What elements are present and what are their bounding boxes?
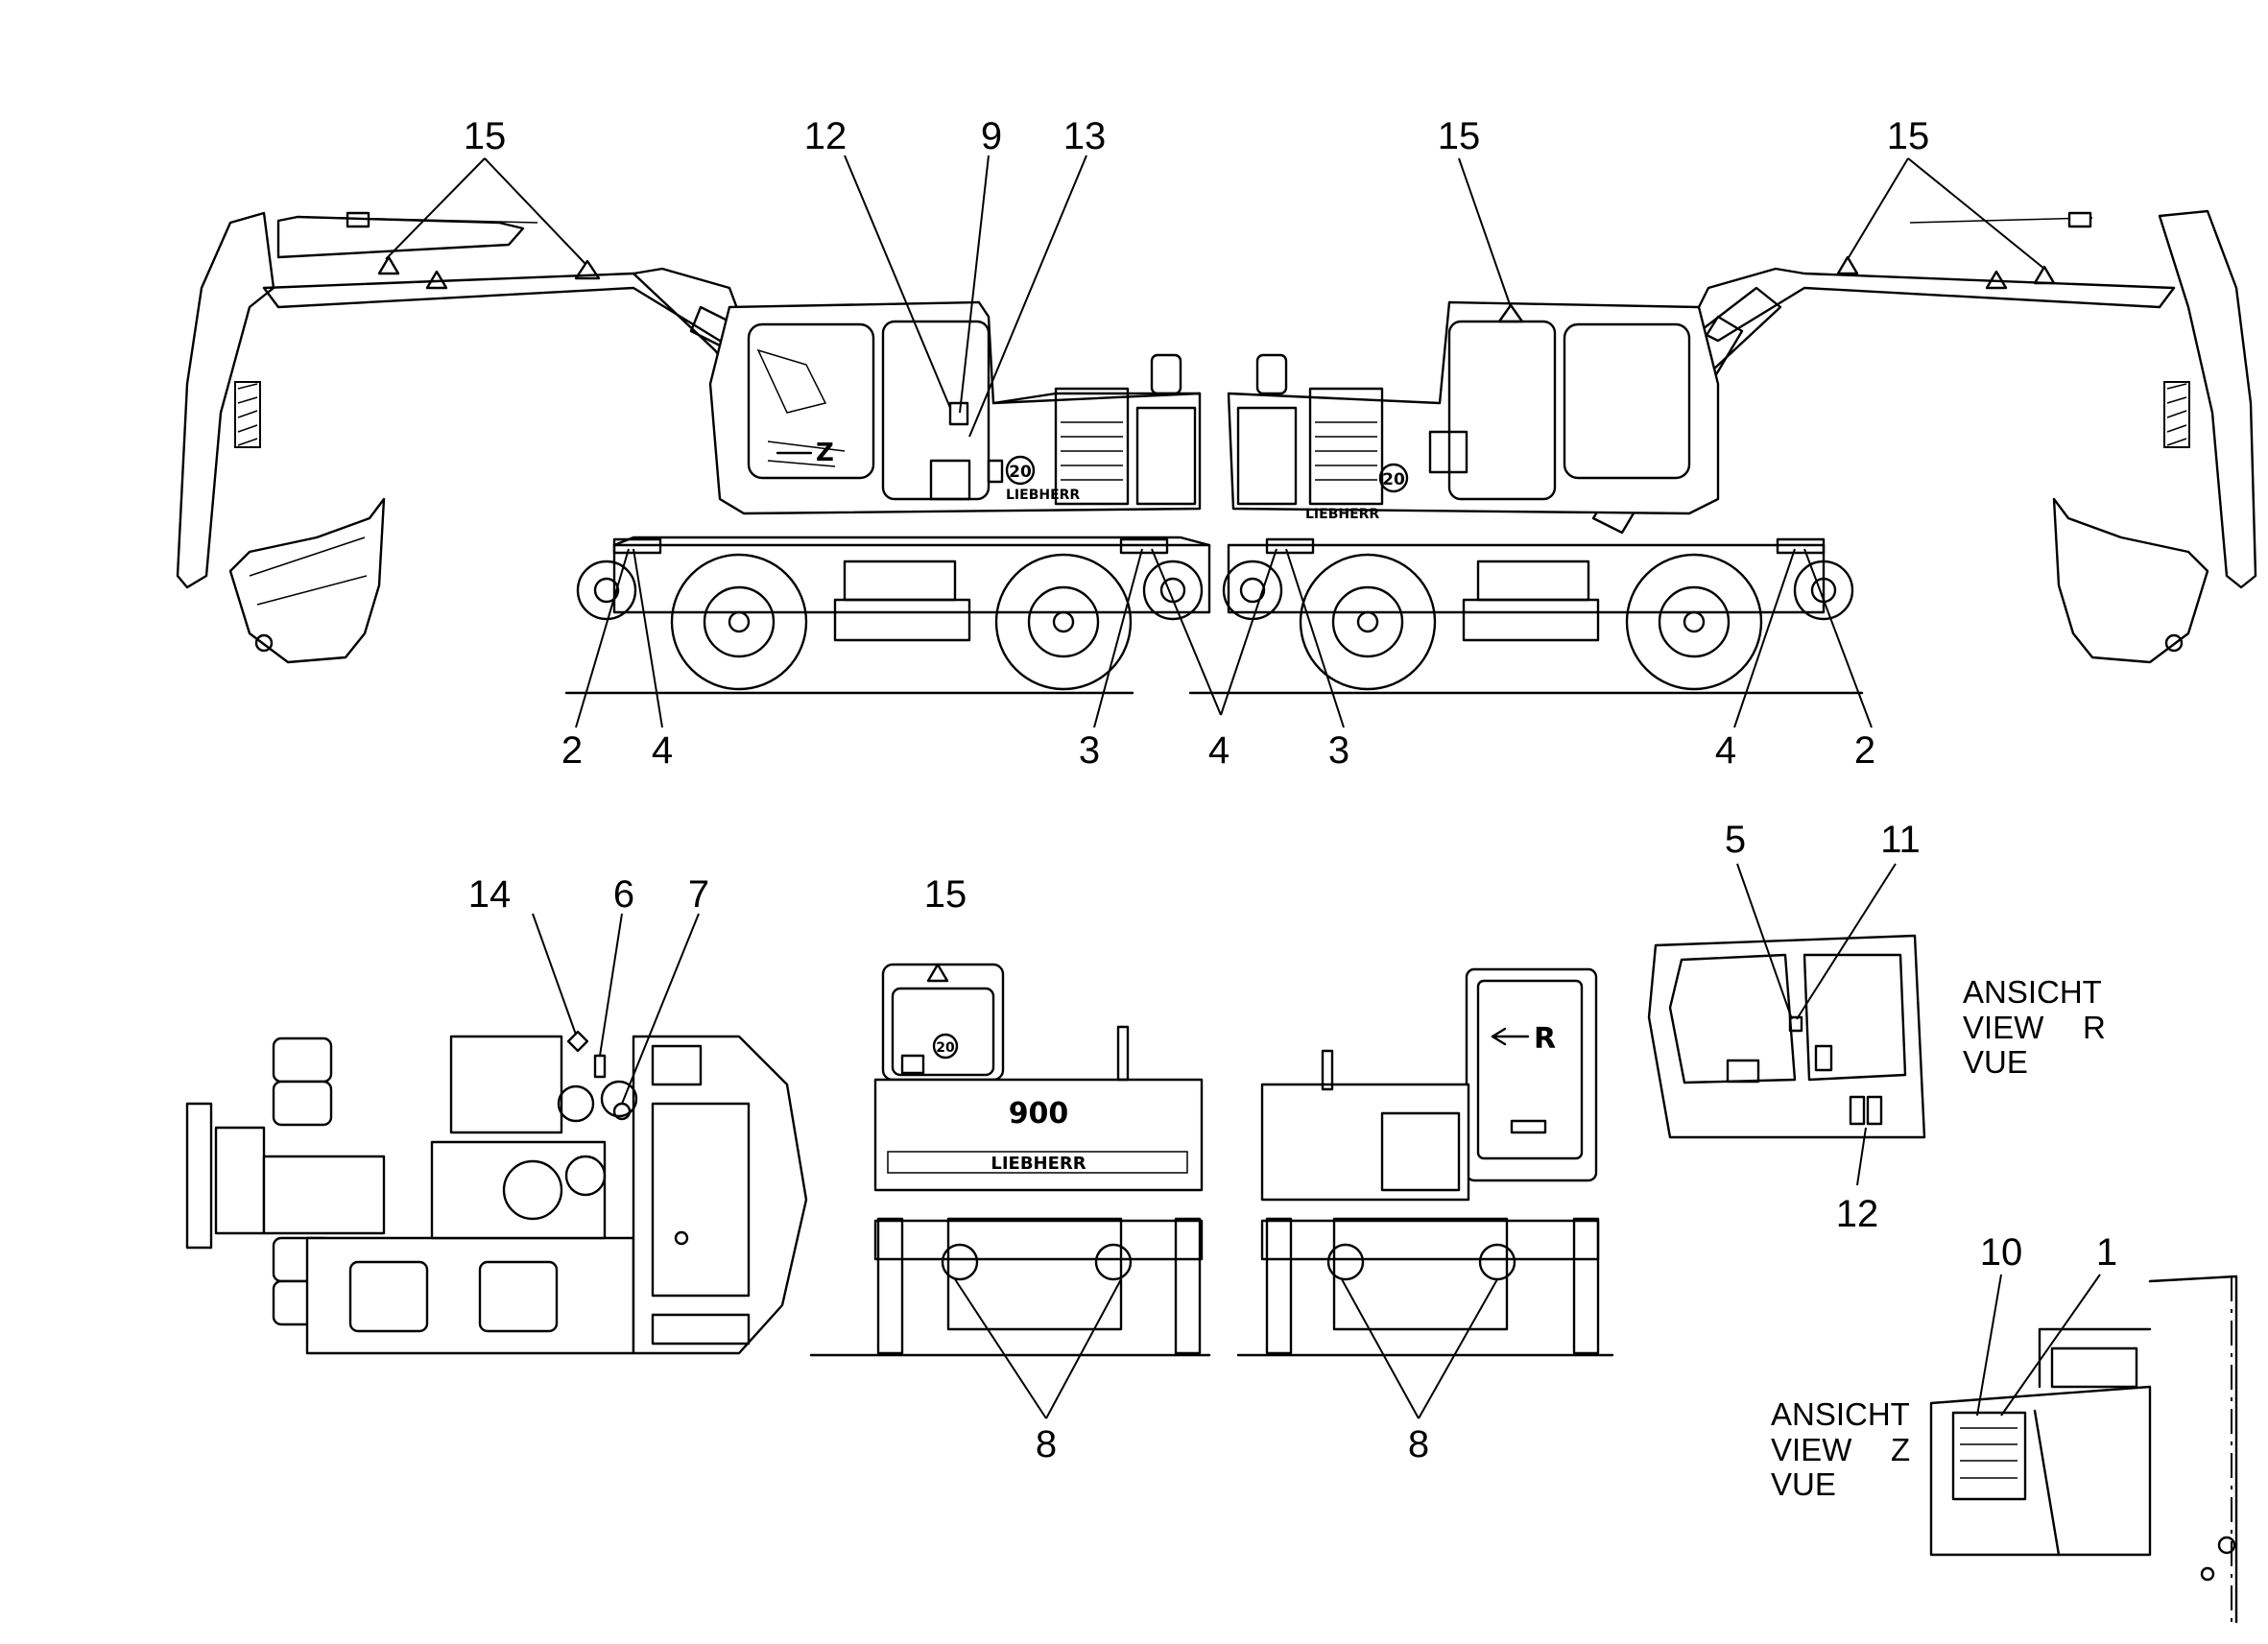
callout-15-left: 15	[464, 115, 507, 157]
callout-8-rear: 8	[1408, 1423, 1429, 1465]
speed-badge-front: 20	[936, 1040, 955, 1056]
arrow-r-label: R	[1534, 1022, 1556, 1056]
model-number-front: 900	[1009, 1097, 1069, 1131]
brand-front: LIEBHERR	[991, 1154, 1086, 1174]
view-z-letter: Z	[1891, 1432, 1910, 1467]
arrow-z-label: Z	[816, 439, 834, 467]
callout-4-right: 4	[1715, 729, 1736, 772]
callout-5: 5	[1725, 819, 1746, 861]
rear-view: R	[1236, 967, 1614, 1357]
view-r-detail	[1647, 934, 1926, 1139]
callout-1: 1	[2096, 1231, 2117, 1274]
speed-badge-left: 20	[1009, 463, 1032, 482]
view-label-r: ANSICHT VIEW R VUE	[1963, 974, 2106, 1080]
callout-10: 10	[1980, 1231, 2023, 1274]
callout-15-front: 15	[924, 873, 967, 916]
view-z-line3: VUE	[1771, 1466, 1836, 1502]
speed-badge-right: 20	[1382, 470, 1405, 489]
callout-9: 9	[981, 115, 1002, 157]
view-z-line1: ANSICHT	[1771, 1396, 1910, 1432]
side-view-right: 20 LIEBHERR	[1188, 209, 2257, 695]
callout-15-right: 15	[1887, 115, 1930, 157]
callout-15-cab: 15	[1438, 115, 1481, 157]
callout-4-center: 4	[1208, 729, 1229, 772]
view-r-line3: VUE	[1963, 1044, 2028, 1080]
callout-3-right: 3	[1328, 729, 1349, 772]
callout-11: 11	[1880, 819, 1921, 861]
callout-numbers: 15 12 9 13 15 15 2 4 3 4 3 4 2 14 6 7 15…	[464, 115, 2117, 1465]
callout-4-left: 4	[652, 729, 673, 772]
callout-8-front: 8	[1036, 1423, 1057, 1465]
callout-12-left: 12	[804, 115, 848, 157]
side-view-left: 20 LIEBHERR	[176, 211, 1211, 695]
view-z-detail	[1929, 1275, 2238, 1624]
callout-2-right: 2	[1854, 729, 1875, 772]
brand-side-right: LIEBHERR	[1305, 507, 1379, 522]
front-view: 20 900 LIEBHERR	[809, 963, 1211, 1357]
callout-13: 13	[1063, 115, 1107, 157]
brand-side-left: LIEBHERR	[1006, 488, 1080, 503]
plan-view	[185, 1030, 808, 1355]
callout-12-viewR: 12	[1836, 1193, 1879, 1235]
view-z-line2: VIEW	[1771, 1432, 1852, 1467]
view-r-line1: ANSICHT	[1963, 974, 2102, 1010]
view-r-letter: R	[2083, 1010, 2106, 1045]
leader-lines-top	[385, 155, 2045, 728]
callout-14: 14	[468, 873, 512, 916]
view-r-line2: VIEW	[1963, 1010, 2044, 1045]
callout-3-left: 3	[1079, 729, 1100, 772]
callout-7: 7	[688, 873, 709, 916]
callout-6: 6	[613, 873, 634, 916]
callout-2-left: 2	[561, 729, 583, 772]
view-label-z: ANSICHT VIEW Z VUE	[1771, 1396, 1910, 1502]
